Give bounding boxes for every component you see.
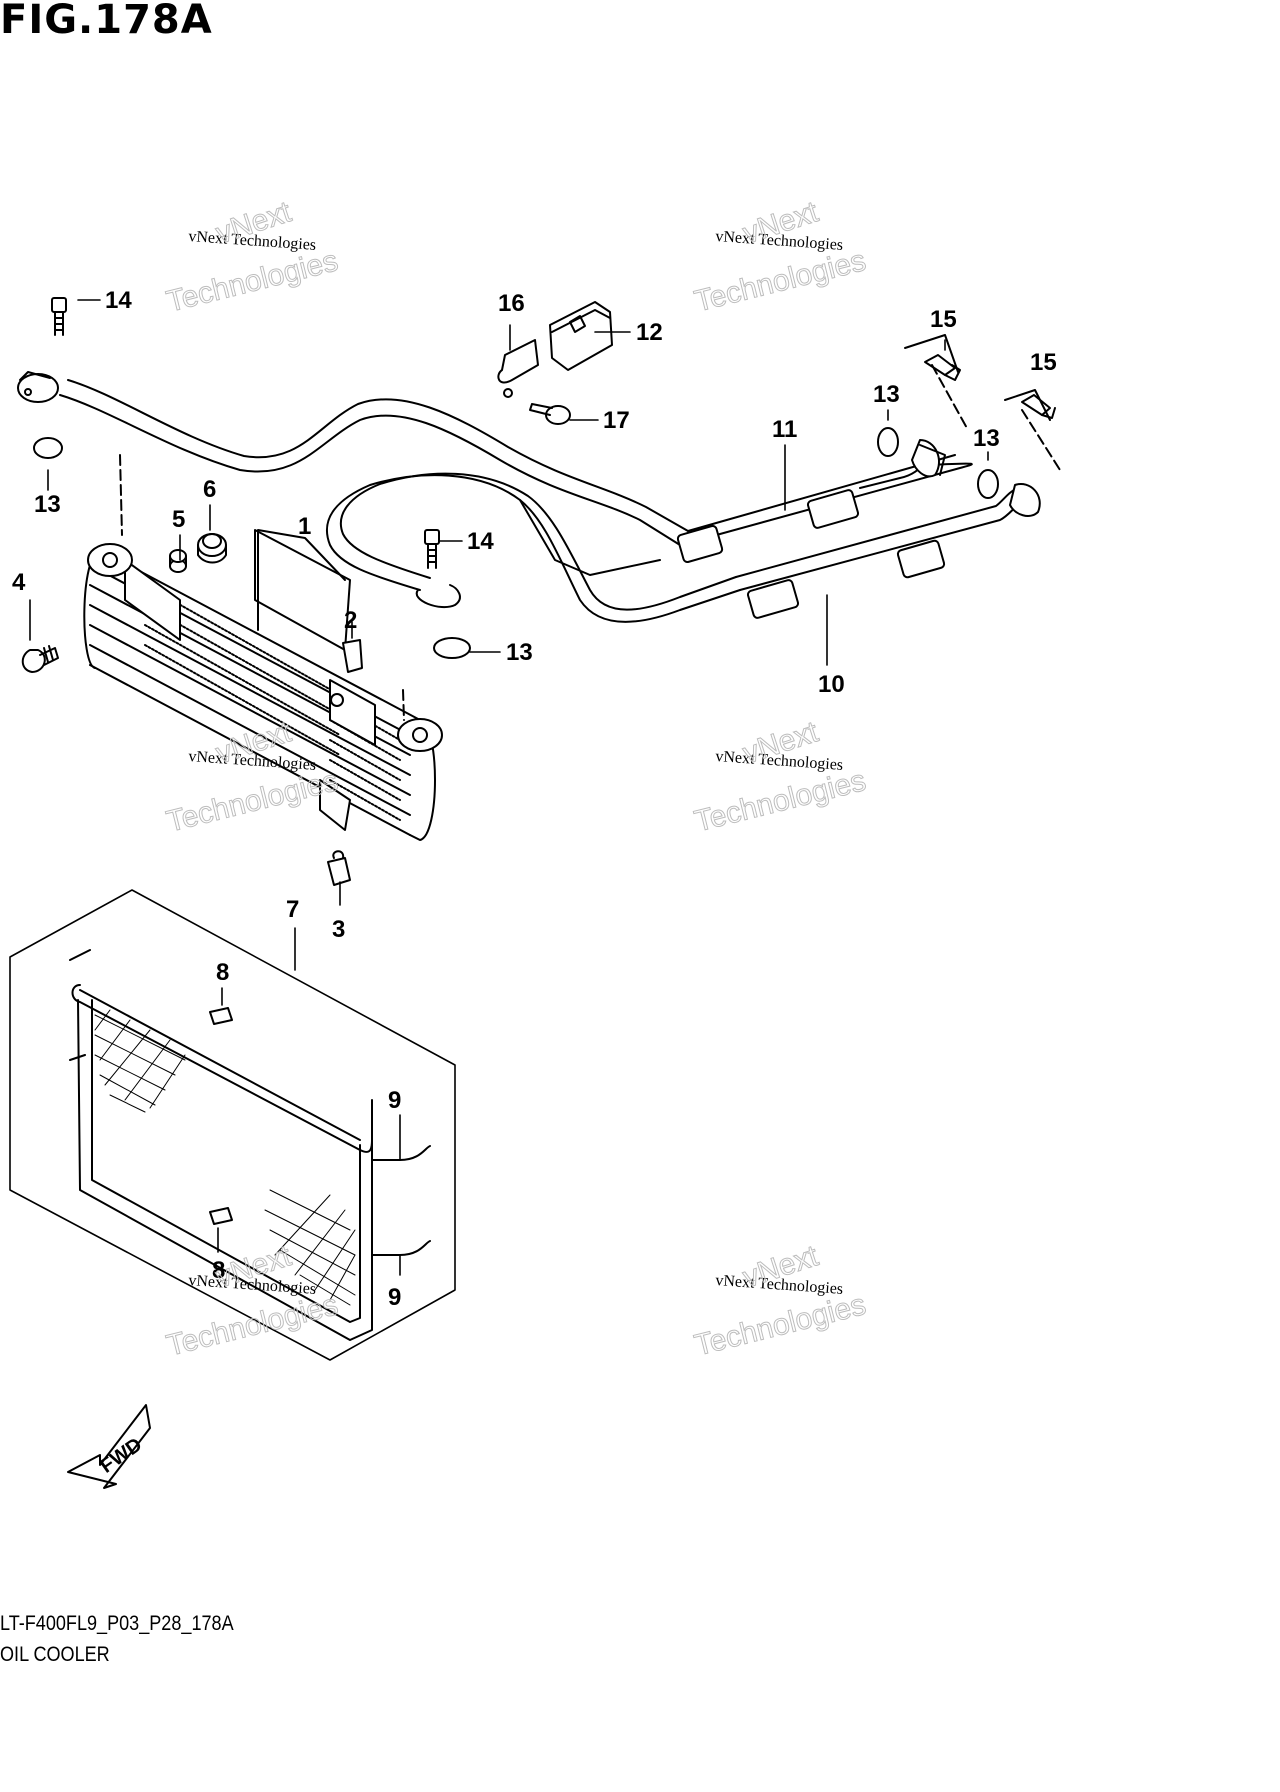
clip-part-3 bbox=[327, 850, 351, 886]
o-ring-part-13-center bbox=[433, 637, 471, 659]
callout-5: 5 bbox=[172, 506, 185, 533]
callout-17: 17 bbox=[603, 407, 630, 434]
callout-3: 3 bbox=[332, 916, 345, 943]
fwd-arrow-icon bbox=[67, 1404, 151, 1489]
watermark-bottom-left: vNext Technologies vNext Technologies bbox=[163, 1239, 342, 1363]
callout-7: 7 bbox=[286, 896, 299, 923]
bolt-part-15-a bbox=[924, 354, 961, 381]
clip-part-2 bbox=[342, 639, 363, 673]
callout-10: 10 bbox=[818, 671, 845, 698]
watermark-mid-right: vNext Technologies vNext Technologies bbox=[691, 715, 870, 839]
alignment-lines bbox=[119, 364, 1061, 721]
callout-11: 11 bbox=[772, 416, 797, 443]
callout-8-upper: 8 bbox=[216, 959, 229, 986]
callout-13-right-b: 13 bbox=[973, 425, 1000, 452]
o-ring-part-13-right-a bbox=[877, 427, 899, 457]
bolt-part-14-upper bbox=[51, 297, 67, 336]
bolt-part-4 bbox=[21, 645, 59, 673]
oil-pipe-upper bbox=[17, 371, 689, 546]
holder-part-12 bbox=[549, 301, 613, 371]
figure-title: FIG.178A bbox=[0, 0, 213, 43]
callout-9-lower: 9 bbox=[388, 1284, 401, 1311]
callout-16: 16 bbox=[498, 290, 525, 317]
callout-13-left: 13 bbox=[34, 491, 61, 518]
svg-text:Technologies: Technologies bbox=[691, 1288, 869, 1362]
watermark-bottom-right: vNext Technologies vNext Technologies bbox=[691, 1239, 870, 1363]
cooler-grille-part-7 bbox=[9, 889, 456, 1361]
collar-part-5 bbox=[169, 549, 187, 573]
oil-pipe-lower bbox=[325, 472, 741, 623]
callout-6: 6 bbox=[203, 476, 216, 503]
callout-8-lower: 8 bbox=[212, 1257, 225, 1284]
watermark-mid-left: vNext Technologies vNext Technologies bbox=[163, 715, 342, 839]
grommet-part-6 bbox=[197, 533, 227, 564]
rod-part-9-lower bbox=[371, 1240, 431, 1256]
bolt-part-15-b bbox=[1021, 394, 1056, 419]
leader-lines bbox=[29, 299, 989, 1276]
callout-15-b: 15 bbox=[1030, 349, 1057, 376]
oil-cooler-core bbox=[83, 529, 443, 841]
alignment-lines-2 bbox=[904, 334, 1051, 421]
callout-1: 1 bbox=[298, 513, 311, 540]
o-ring-part-13-left bbox=[33, 437, 63, 459]
callout-2: 2 bbox=[344, 607, 357, 634]
svg-text:Technologies: Technologies bbox=[163, 764, 341, 838]
bolt-part-14-lower bbox=[415, 529, 461, 609]
callout-15-a: 15 bbox=[930, 306, 957, 333]
bracket-part-16 bbox=[497, 339, 539, 398]
watermark-top-left: vNext Technologies vNext Technologies bbox=[163, 195, 342, 319]
callout-4: 4 bbox=[12, 569, 26, 596]
leader-1 bbox=[257, 529, 346, 631]
clip-part-8-upper bbox=[209, 1007, 233, 1025]
callouts: 1 2 3 4 5 6 7 8 8 9 9 10 11 12 13 13 13 … bbox=[12, 287, 1057, 1311]
callout-9-upper: 9 bbox=[388, 1087, 401, 1114]
svg-text:Technologies: Technologies bbox=[691, 244, 869, 318]
callout-13-right-a: 13 bbox=[873, 381, 900, 408]
callout-14-upper: 14 bbox=[105, 287, 132, 314]
callout-13-center: 13 bbox=[506, 639, 533, 666]
rod-part-9-upper bbox=[371, 1145, 431, 1161]
figure-name: OIL COOLER bbox=[0, 1643, 110, 1666]
oil-hose-11 bbox=[676, 439, 973, 564]
svg-text:Technologies: Technologies bbox=[691, 764, 869, 838]
clip-part-8-lower bbox=[209, 1207, 233, 1225]
watermark-top-right: vNext Technologies vNext Technologies bbox=[691, 195, 870, 319]
callout-12: 12 bbox=[636, 319, 663, 346]
o-ring-part-13-right-b bbox=[977, 469, 999, 499]
callout-14-lower: 14 bbox=[467, 528, 494, 555]
bolt-part-17 bbox=[529, 403, 571, 425]
svg-text:Technologies: Technologies bbox=[163, 244, 341, 318]
figure-code: LT-F400FL9_P03_P28_178A bbox=[0, 1612, 234, 1635]
oil-hose-10 bbox=[735, 483, 1041, 619]
